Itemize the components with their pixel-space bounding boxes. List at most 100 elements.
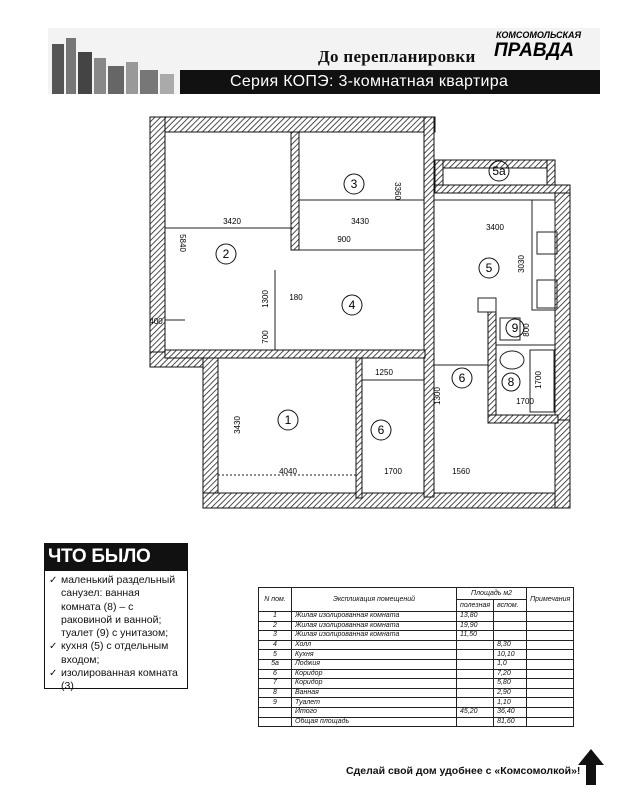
cell-note — [526, 611, 575, 622]
cell-living — [455, 658, 495, 670]
dim-3360: 3360 — [393, 182, 402, 200]
cell-n: 5а — [258, 658, 292, 670]
cell-note — [526, 706, 575, 718]
was-item: изолированная комната (3). — [49, 667, 182, 694]
cell-name: Жилая изолированная комната — [291, 620, 457, 632]
floor-plan: 2 3 4 1 6 5 5a 6 8 9 3420 3430 3400 5840… — [149, 116, 571, 509]
room-6: 6 — [459, 371, 466, 385]
cell-n: 9 — [258, 697, 292, 708]
dim-3420: 3420 — [223, 217, 241, 226]
cell-n: 3 — [258, 630, 292, 641]
room-1: 1 — [285, 413, 292, 427]
dim-3400: 3400 — [486, 223, 504, 232]
cell-n: 5 — [258, 649, 292, 660]
cell-aux: 1,0 — [493, 658, 528, 670]
cell-name: Итого — [291, 706, 457, 718]
room-2: 2 — [223, 247, 230, 261]
was-box: маленький раздельный санузел: ванная ком… — [44, 571, 188, 692]
cell-n: 2 — [258, 620, 292, 632]
cell-aux: 36,40 — [493, 706, 528, 718]
explication-table: N пом. Экспликация помещений Площадь м2 … — [258, 587, 575, 728]
room-5: 5 — [486, 261, 493, 275]
dim-900: 900 — [337, 235, 351, 244]
cell-living — [455, 687, 495, 699]
cell-name: Коридор — [291, 678, 457, 689]
cell-name: Кухня — [291, 649, 457, 660]
cell-n — [258, 716, 292, 728]
dim-1700-v: 1700 — [534, 371, 543, 389]
cell-living: 19,90 — [455, 620, 495, 632]
room-4: 4 — [349, 298, 356, 312]
room-5a: 5a — [492, 164, 506, 178]
dim-800: 800 — [522, 323, 531, 337]
dim-3430-v: 3430 — [233, 416, 242, 434]
cell-note — [526, 716, 575, 728]
was-title: ЧТО БЫЛО — [44, 543, 188, 571]
dim-1300-a: 1300 — [261, 290, 270, 308]
cell-n: 1 — [258, 611, 292, 622]
cell-note — [526, 649, 575, 660]
table-row: Общая площадь 81,60 — [258, 716, 575, 728]
dim-1700-b: 1700 — [384, 467, 402, 476]
cell-aux: 7,20 — [493, 668, 528, 680]
was-item: кухня (5) с отдельным входом; — [49, 640, 182, 667]
cell-aux: 10,10 — [493, 649, 528, 660]
room-9: 9 — [512, 321, 519, 335]
cell-living — [455, 716, 495, 728]
cell-note — [526, 639, 575, 651]
dim-3030: 3030 — [517, 255, 526, 273]
cell-note — [526, 668, 575, 680]
cell-name: Общая площадь — [291, 716, 457, 728]
cell-note — [526, 630, 575, 641]
cell-name: Холл — [291, 639, 457, 651]
cell-note — [526, 658, 575, 670]
cell-aux: 1,10 — [493, 697, 528, 708]
was-item: маленький раздельный санузел: ванная ком… — [49, 574, 182, 640]
cell-n: 6 — [258, 668, 292, 680]
cell-name: Туалет — [291, 697, 457, 708]
col-note-header: Примечания — [526, 587, 575, 612]
dim-3430: 3430 — [351, 217, 369, 226]
arrow-up-icon — [578, 749, 604, 785]
cell-aux: 81,60 — [493, 716, 528, 728]
cell-note — [526, 687, 575, 699]
logo-main: ПРАВДА — [494, 40, 574, 60]
logo-top: КОМСОМОЛЬСКАЯ — [496, 30, 582, 40]
col-num-header: N пом. — [258, 587, 292, 612]
dimension-labels: 3420 3430 3400 5840 3360 900 180 1300 70… — [149, 182, 543, 476]
newspaper-logo: КОМСОМОЛЬСКАЯ ПРАВДА — [494, 30, 582, 60]
dim-700: 700 — [261, 330, 270, 344]
cell-name: Жилая изолированная комната — [291, 630, 457, 641]
col-living-header: полезная — [455, 599, 495, 612]
room-8: 8 — [508, 375, 515, 389]
footer-slogan: Сделай свой дом удобнее с «Комсомолкой»! — [346, 765, 581, 777]
cell-living: 13,80 — [455, 611, 495, 622]
series-title: Серия КОПЭ: 3-комнатная квартира — [180, 70, 600, 94]
room-labels: 2 3 4 1 6 5 5a 6 8 9 — [215, 160, 525, 441]
dim-1700-h: 1700 — [516, 397, 534, 406]
col-area-header: Площадь м2 — [455, 587, 528, 600]
cell-name: Ванная — [291, 687, 457, 699]
room-3: 3 — [351, 177, 358, 191]
cell-aux — [493, 620, 528, 632]
dim-5840: 5840 — [178, 234, 187, 252]
dim-400: 400 — [149, 317, 163, 326]
cell-living: 45,20 — [455, 706, 495, 718]
room-7: 6 — [378, 423, 385, 437]
dim-4040: 4040 — [279, 467, 297, 476]
cell-aux: 5,80 — [493, 678, 528, 689]
cell-n: 4 — [258, 639, 292, 651]
col-name-header: Экспликация помещений — [291, 587, 457, 612]
cell-living — [455, 639, 495, 651]
cell-living: 11,50 — [455, 630, 495, 641]
cell-note — [526, 697, 575, 708]
